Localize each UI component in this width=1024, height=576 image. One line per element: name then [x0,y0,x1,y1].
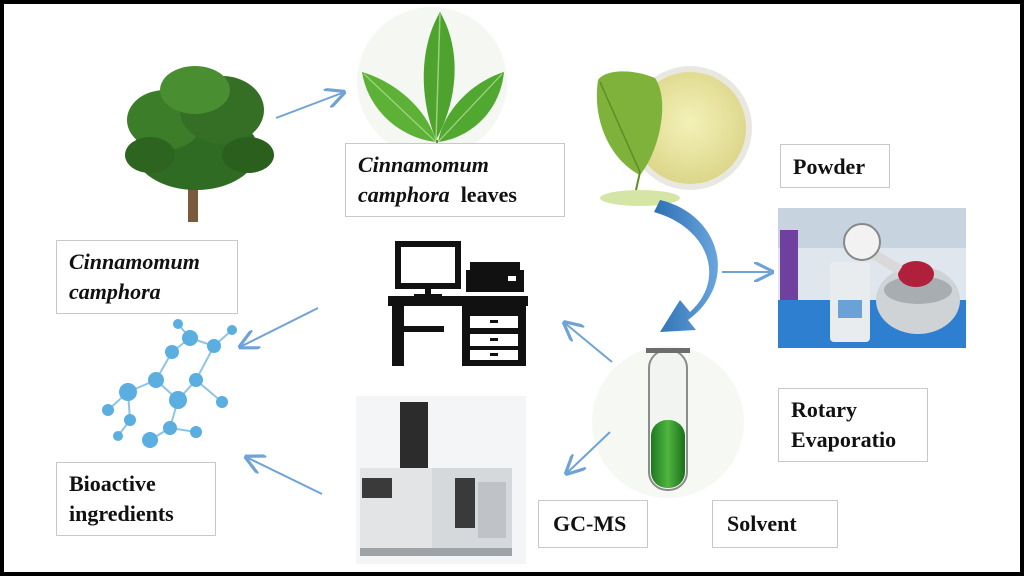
label-powder-text: Powder [793,154,866,179]
gcms-instrument-illustration [356,396,526,564]
label-bioactive-line2: ingredients [69,501,174,526]
label-rotary-line1: Rotary [791,397,857,422]
label-solvent: Solvent [712,500,838,548]
rotary-evaporator-illustration [778,208,966,348]
powder-illustration [596,66,752,206]
label-leaves-line1-text: Cinnamomum [358,152,489,177]
label-cinnamomum-camphora-line2: camphora [69,279,161,304]
label-gcms: GC-MS [538,500,648,548]
label-solvent-text: Solvent [727,511,797,536]
arrow-desk-to-molecule [242,307,319,346]
computer-desk-icon [330,232,566,388]
arrow-tube-to-desk [566,324,613,363]
label-bioactive-line1: Bioactive [69,471,156,496]
label-rotary-evaporatio: Rotary Evaporatio [778,388,928,462]
curved-arrow-powder-to-tube [654,200,718,332]
label-leaves-line2-italic: camphora [358,182,450,207]
label-leaves-line2-plain: leaves [460,182,517,207]
arrow-gcms-to-bioactive [248,458,323,495]
leaves-illustration [357,7,507,157]
arrow-tree-to-leaves [275,93,342,119]
label-leaves-line1: Cinnamomum [358,150,552,180]
label-cinnamomum-camphora: Cinnamomum camphora [56,240,238,314]
label-bioactive-ingredients: Bioactive ingredients [56,462,216,536]
label-cinnamomum-camphora-line1: Cinnamomum [69,249,200,274]
label-leaves: Cinnamomum camphora leaves [345,143,565,217]
label-leaves-line2: camphora leaves [358,180,552,210]
label-powder: Powder [780,144,890,188]
molecule-illustration [102,319,237,448]
label-gcms-text: GC-MS [553,511,627,536]
tree-illustration [125,66,274,222]
label-rotary-line2: Evaporatio [791,427,897,452]
arrow-tube-to-gcms [568,431,611,472]
test-tube-illustration [592,346,744,498]
flow-arrows [242,93,770,495]
